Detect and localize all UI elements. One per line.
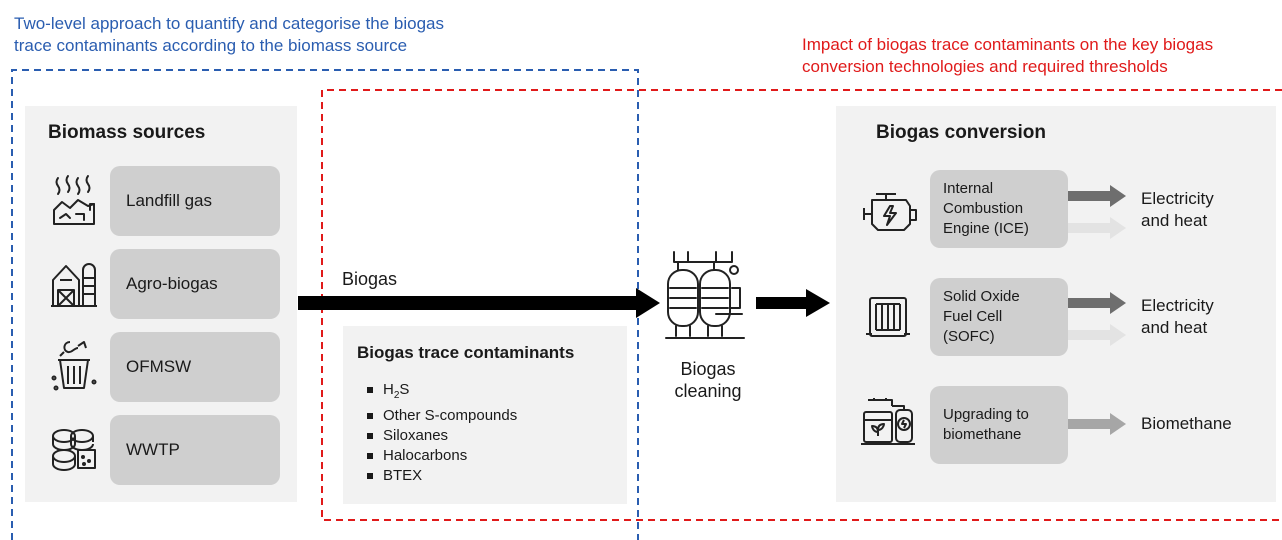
left-caption-line1: Two-level approach to quantify and categ…	[14, 14, 444, 33]
biogas-label: Biogas	[342, 269, 398, 289]
output-line: Electricity	[1141, 189, 1214, 208]
sofc-output-label: Electricity and heat	[1141, 295, 1214, 339]
ice-output-label: Electricity and heat	[1141, 188, 1214, 232]
right-caption-line1: Impact of biogas trace contaminants on t…	[802, 35, 1214, 54]
heat-arrow	[1068, 330, 1112, 340]
conversion-pill-upgrading: Upgrading to biomethane	[930, 386, 1068, 464]
electricity-arrow	[1068, 191, 1112, 201]
conversion-pill-sofc: Solid Oxide Fuel Cell (SOFC)	[930, 278, 1068, 356]
contaminant-item: Siloxanes	[367, 426, 517, 446]
output-line: Electricity	[1141, 296, 1214, 315]
conversion-line: biomethane	[943, 426, 1022, 443]
conversion-line: Fuel Cell	[943, 308, 1003, 325]
source-pill-ofmsw: OFMSW	[110, 332, 280, 402]
biogas-cleaning-icon	[665, 251, 745, 339]
contaminant-item: H2S	[367, 380, 517, 406]
right-caption-line2: conversion technologies and required thr…	[802, 57, 1168, 76]
right-caption: Impact of biogas trace contaminants on t…	[802, 34, 1213, 78]
fuel-cell-icon	[866, 297, 910, 337]
contaminants-panel	[343, 326, 627, 504]
engine-icon	[863, 193, 917, 231]
contaminant-item: BTEX	[367, 466, 517, 486]
conversion-line: Engine (ICE)	[943, 220, 1029, 237]
heat-arrow	[1068, 223, 1112, 233]
farm-barn-icon	[51, 263, 97, 307]
left-caption-line2: trace contaminants according to the biom…	[14, 36, 408, 55]
contaminant-item: Other S-compounds	[367, 406, 517, 426]
cleaning-label-line2: cleaning	[674, 381, 742, 401]
output-line: and heat	[1141, 318, 1208, 337]
source-label: OFMSW	[126, 357, 192, 376]
source-pill-wwtp: WWTP	[110, 415, 280, 485]
source-label: WWTP	[126, 440, 180, 459]
cleaning-label-line1: Biogas	[680, 359, 736, 379]
contaminant-item: Halocarbons	[367, 446, 517, 466]
cleaning-label: Biogas cleaning	[668, 358, 748, 402]
left-caption: Two-level approach to quantify and categ…	[14, 13, 444, 57]
output-line: and heat	[1141, 211, 1208, 230]
electricity-arrow	[1068, 298, 1112, 308]
conversion-line: Internal	[943, 180, 994, 197]
conversion-line: Combustion	[943, 200, 1024, 217]
conversion-line: (SOFC)	[943, 328, 995, 345]
upgrading-plant-icon	[861, 398, 915, 445]
wastewater-plant-icon	[52, 429, 96, 471]
contaminants-list: H2S Other S-compounds Siloxanes Halocarb…	[367, 380, 517, 486]
contaminants-title: Biogas trace contaminants	[357, 343, 575, 362]
source-pill-landfill: Landfill gas	[110, 166, 280, 236]
source-pill-agro: Agro-biogas	[110, 249, 280, 319]
landfill-icon	[53, 175, 95, 225]
biomass-title: Biomass sources	[48, 122, 206, 143]
conversion-title: Biogas conversion	[876, 122, 1046, 143]
conversion-line: Solid Oxide	[943, 288, 1020, 305]
conversion-line: Upgrading to	[943, 406, 1029, 423]
source-label: Agro-biogas	[126, 274, 218, 293]
source-label: Landfill gas	[126, 191, 213, 210]
organic-waste-bin-icon	[51, 341, 97, 391]
upgrading-output-label: Biomethane	[1141, 414, 1232, 433]
conversion-pill-ice: Internal Combustion Engine (ICE)	[930, 170, 1068, 248]
